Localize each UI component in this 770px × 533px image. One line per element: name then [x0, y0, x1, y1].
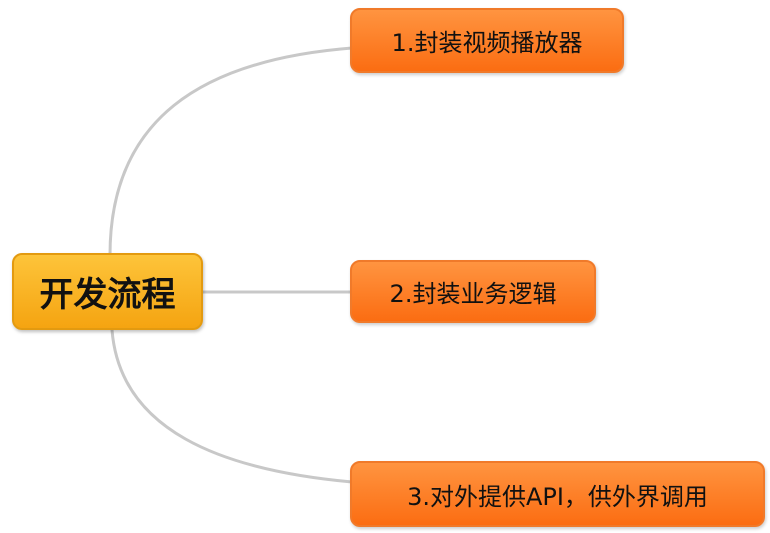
link-root-to-node-1 [108, 46, 353, 256]
child-node-label: 3.对外提供API，供外界调用 [407, 482, 708, 511]
child-node-2[interactable]: 2.封装业务逻辑 [350, 260, 596, 323]
link-root-to-node-3 [110, 329, 353, 484]
child-node-label: 2.封装业务逻辑 [389, 280, 557, 308]
root-node-label: 开发流程 [39, 275, 176, 315]
root-node[interactable]: 开发流程 [12, 253, 203, 330]
child-node-1[interactable]: 1.封装视频播放器 [350, 8, 624, 73]
child-node-label: 1.封装视频播放器 [391, 29, 583, 57]
child-node-3[interactable]: 3.对外提供API，供外界调用 [350, 461, 765, 527]
